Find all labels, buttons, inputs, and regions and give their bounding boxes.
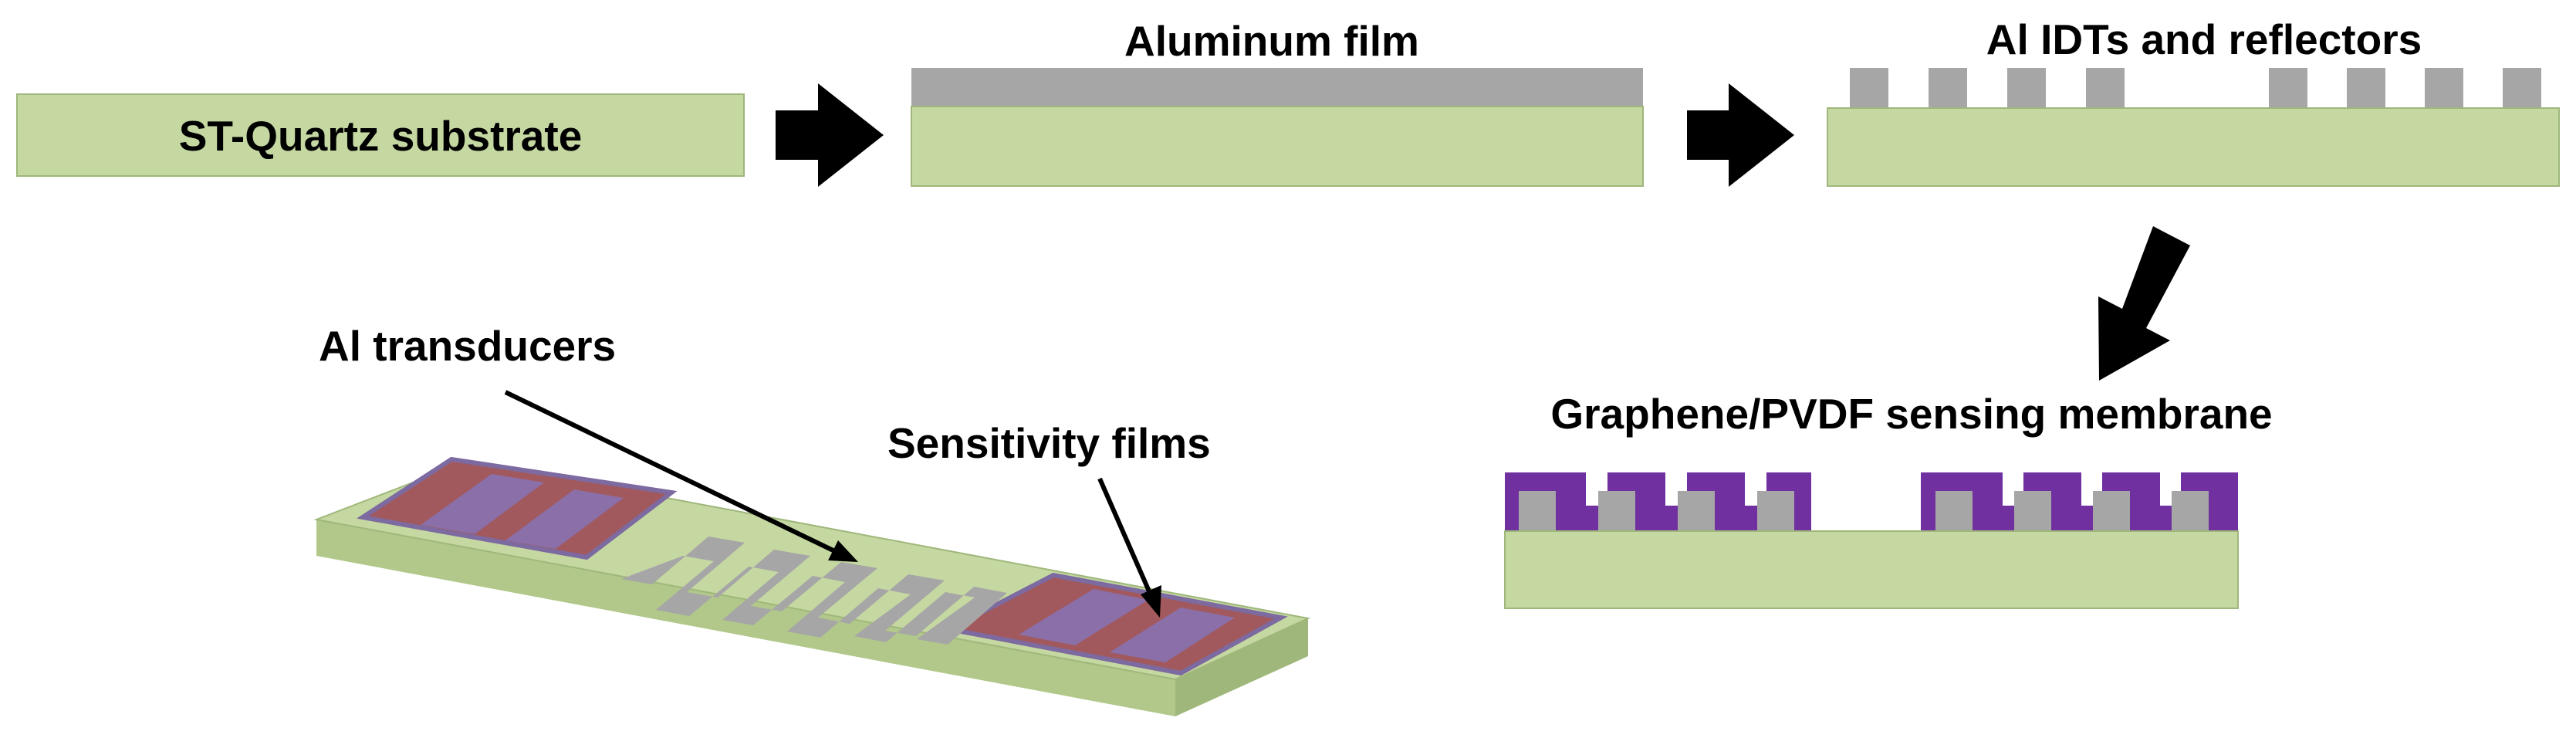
electrode	[1850, 68, 1888, 108]
electrode	[1935, 491, 1973, 531]
electrode	[2425, 68, 2463, 108]
electrode	[2347, 68, 2385, 108]
electrode	[2014, 491, 2051, 531]
right-pad-slot	[1110, 608, 1235, 662]
step4-electrodes	[1519, 491, 2209, 531]
electrode	[1598, 491, 1635, 531]
step3-substrate	[1827, 107, 2560, 187]
transducers-label: Al transducers	[319, 322, 616, 370]
sensitivity-leader	[1097, 477, 1154, 600]
transducers-leader-head	[828, 540, 858, 562]
electrode	[2007, 68, 2046, 108]
step1-substrate	[16, 93, 745, 177]
membrane-right	[1921, 472, 2238, 531]
right-sensing-film	[941, 572, 1288, 676]
sensitivity-leader-head	[1141, 585, 1161, 618]
electrode	[1678, 491, 1715, 531]
transducers-leader	[504, 390, 843, 557]
step2-substrate	[911, 106, 1644, 187]
step3-electrodes	[1850, 68, 2541, 108]
right-pad-slot	[1019, 589, 1148, 645]
step2-aluminum-film	[911, 68, 1643, 107]
electrode	[1757, 491, 1794, 531]
substrate-label: ST-Quartz substrate	[179, 112, 583, 160]
device-3d	[313, 456, 1311, 716]
device-front	[1175, 618, 1308, 716]
electrode	[2093, 491, 2130, 531]
electrode	[2503, 68, 2541, 108]
sensitivity-label: Sensitivity films	[887, 419, 1211, 467]
electrode	[2269, 68, 2307, 108]
arrow-1	[776, 83, 884, 187]
membrane-label: Graphene/PVDF sensing membrane	[1550, 390, 2272, 438]
electrode	[2172, 491, 2209, 531]
electrode	[2086, 68, 2125, 108]
membrane-left	[1505, 472, 1811, 531]
al-transducer	[621, 537, 1007, 645]
left-pad-slot	[505, 489, 624, 549]
left-pad-slot	[421, 474, 544, 534]
electrode	[1519, 491, 1556, 531]
arrow-2	[1687, 83, 1794, 187]
arrow-3	[2098, 226, 2190, 381]
electrode	[1929, 68, 1967, 108]
aluminum-film-label: Aluminum film	[1124, 17, 1419, 65]
left-sensing-film	[357, 456, 678, 560]
step4-substrate	[1504, 530, 2239, 609]
idts-label: Al IDTs and reflectors	[1986, 15, 2422, 63]
